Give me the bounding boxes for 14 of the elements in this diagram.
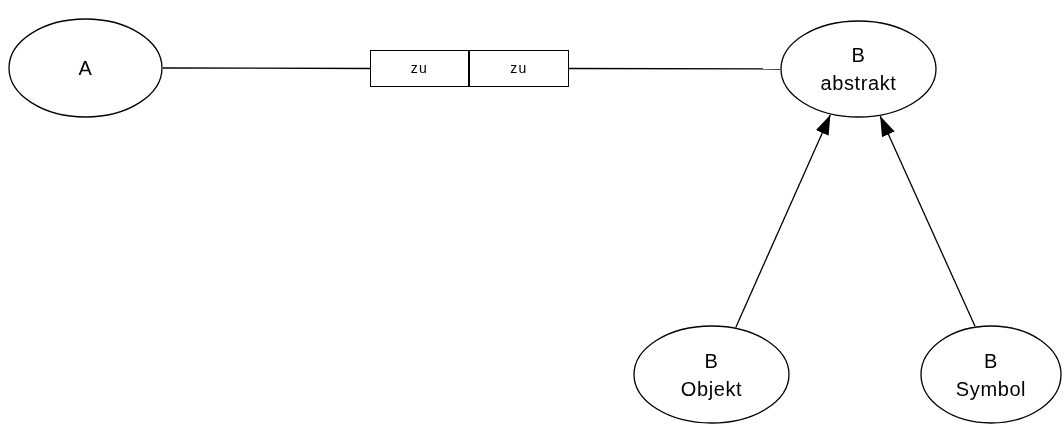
label-box: zu: [469, 50, 569, 87]
node-label: B Symbol: [955, 348, 1027, 402]
ellipse-node: [633, 325, 790, 424]
connector-line: [568, 67, 781, 70]
arrow: [735, 114, 831, 329]
node-label: B abstrakt: [820, 43, 897, 96]
node-label: B Objekt: [680, 348, 743, 402]
ellipse-node: [920, 325, 1062, 424]
connector-line: [162, 67, 371, 70]
node-label: A: [78, 56, 93, 81]
label-box: zu: [370, 50, 469, 87]
ellipse-node: [8, 18, 163, 118]
arrow: [879, 115, 976, 327]
ellipse-node: [780, 20, 937, 118]
